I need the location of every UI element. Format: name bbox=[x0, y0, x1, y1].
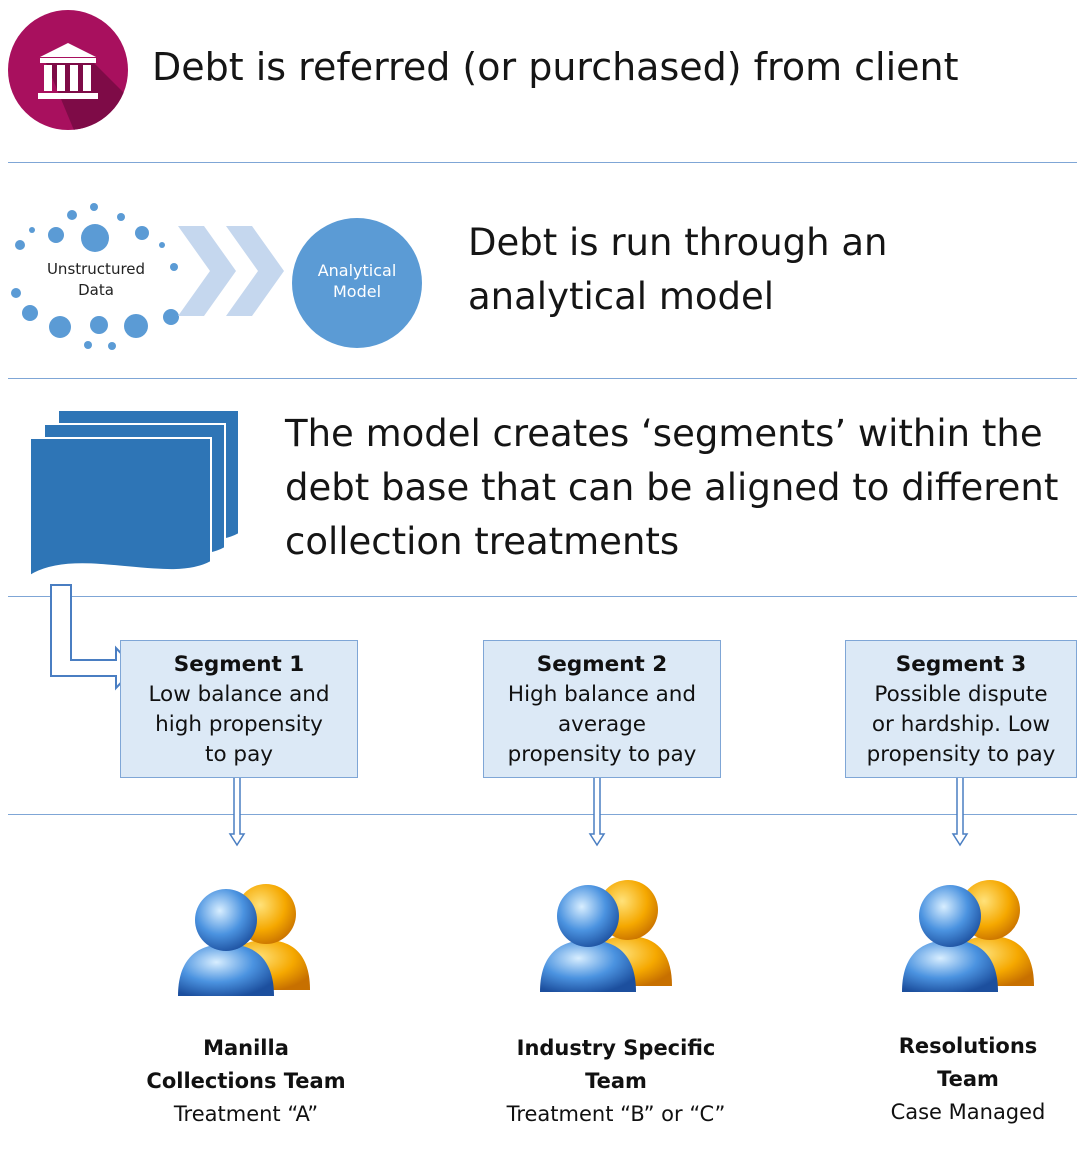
down-arrow-icon bbox=[951, 778, 969, 847]
step3-text-line2: debt base that can be aligned to differe… bbox=[285, 466, 1059, 509]
team-name-line: Team bbox=[585, 1069, 647, 1093]
team-3-label: Resolutions Team Case Managed bbox=[858, 1030, 1077, 1129]
divider-2 bbox=[8, 378, 1077, 379]
users-icon bbox=[900, 866, 1040, 996]
segment-desc-line: Low balance and bbox=[148, 682, 330, 707]
step1-text: Debt is referred (or purchased) from cli… bbox=[152, 45, 959, 89]
step2-text-line2: analytical model bbox=[468, 275, 775, 318]
team-1-label: Manilla Collections Team Treatment “A” bbox=[126, 1032, 366, 1131]
chevron-arrows-icon bbox=[178, 226, 284, 316]
down-arrow-icon bbox=[228, 778, 246, 847]
step3-text-line3: collection treatments bbox=[285, 520, 680, 563]
segment-title: Segment 2 bbox=[536, 652, 668, 677]
step3-text-line1: The model creates ‘segments’ within the bbox=[285, 412, 1043, 455]
segment-desc-line: to pay bbox=[205, 742, 273, 767]
team-treatment: Case Managed bbox=[890, 1100, 1046, 1124]
team-treatment: Treatment “A” bbox=[173, 1102, 319, 1126]
segment-desc-line: or hardship. Low bbox=[871, 712, 1051, 737]
segment-2-box: Segment 2 High balance and average prope… bbox=[483, 640, 721, 778]
divider-4 bbox=[8, 814, 1077, 815]
analytical-model-circle bbox=[292, 218, 422, 348]
team-treatment: Treatment “B” or “C” bbox=[506, 1102, 726, 1126]
segment-desc-line: Possible dispute bbox=[874, 682, 1048, 707]
bank-icon bbox=[8, 10, 128, 130]
segment-desc-line: average bbox=[557, 712, 646, 737]
segment-desc-line: propensity to pay bbox=[866, 742, 1056, 767]
segment-3-box: Segment 3 Possible dispute or hardship. … bbox=[845, 640, 1077, 778]
users-icon bbox=[538, 866, 678, 996]
segment-title: Segment 3 bbox=[895, 652, 1027, 677]
segment-desc-line: High balance and bbox=[507, 682, 697, 707]
team-name-line: Collections Team bbox=[146, 1069, 346, 1093]
team-name-line: Industry Specific bbox=[516, 1036, 716, 1060]
segment-1-box: Segment 1 Low balance and high propensit… bbox=[120, 640, 358, 778]
stacked-documents-icon bbox=[29, 409, 240, 578]
down-arrow-icon bbox=[588, 778, 606, 847]
segment-desc-line: propensity to pay bbox=[507, 742, 697, 767]
divider-1 bbox=[8, 162, 1077, 163]
data-bubbles-icon bbox=[11, 203, 179, 350]
team-name-line: Manilla bbox=[203, 1036, 289, 1060]
team-name-line: Resolutions bbox=[898, 1034, 1038, 1058]
users-icon bbox=[176, 870, 316, 1000]
team-name-line: Team bbox=[937, 1067, 999, 1091]
segment-title: Segment 1 bbox=[173, 652, 305, 677]
step2-text-line1: Debt is run through an bbox=[468, 221, 888, 264]
divider-3 bbox=[8, 596, 1077, 597]
segment-desc-line: high propensity bbox=[155, 712, 323, 737]
team-2-label: Industry Specific Team Treatment “B” or … bbox=[476, 1032, 756, 1131]
